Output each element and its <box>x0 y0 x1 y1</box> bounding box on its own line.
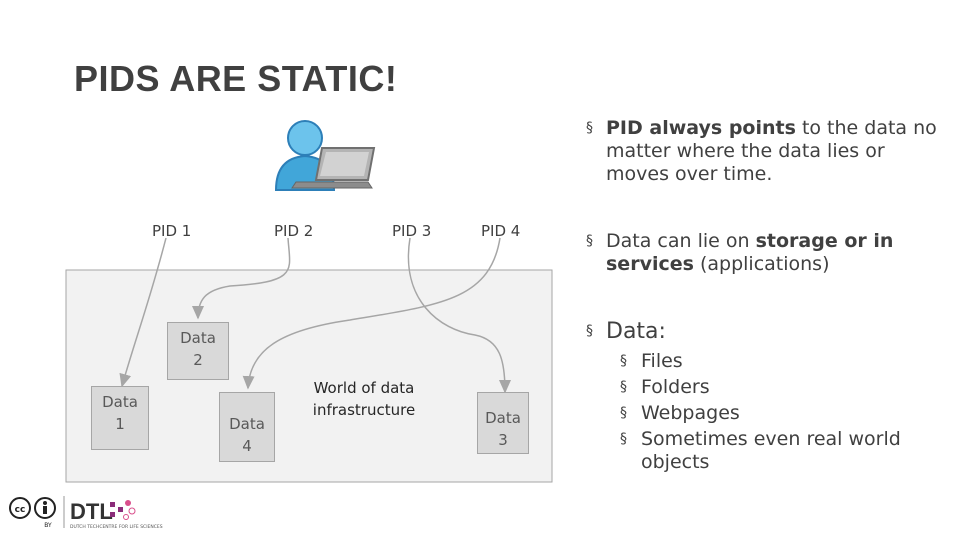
data-1-line2: 1 <box>115 415 125 433</box>
infrastructure-label: World of data infrastructure <box>312 379 416 419</box>
sub-marker: § <box>620 405 627 421</box>
bullet-bold: storage or in services <box>606 230 894 275</box>
data-4-line1: Data <box>229 415 265 433</box>
data-3-line1: Data <box>485 409 521 427</box>
bullet-pre: Data can lie on <box>606 230 756 252</box>
pid-1-label: PID 1 <box>152 222 192 240</box>
data-2-line1: Data <box>180 329 216 347</box>
pid-4-label: PID 4 <box>481 222 521 240</box>
sub-marker: § <box>620 353 627 369</box>
bullet-storage: § Data can lie on storage or in services… <box>586 230 946 276</box>
pid-2-label: PID 2 <box>274 222 314 240</box>
sub-item-files: § Files <box>620 350 921 373</box>
sub-item-webpages: § Webpages <box>620 402 921 425</box>
data-4-tile: Data 4 <box>219 392 275 462</box>
bullet-post: (applications) <box>693 253 830 275</box>
user-computer-icon <box>274 120 376 191</box>
sub-item-folders: § Folders <box>620 376 921 399</box>
bullet-marker: § <box>586 233 593 249</box>
sub-item-text: Webpages <box>641 402 740 424</box>
cc-by-icon: cc BY <box>9 497 56 529</box>
data-3-line2: 3 <box>498 431 508 449</box>
sub-item-text: Sometimes even real world objects <box>641 428 901 473</box>
cc-by-label: BY <box>44 522 52 529</box>
data-1-line1: Data <box>102 393 138 411</box>
bullet-marker: § <box>586 323 593 339</box>
dtl-logo: DTL <box>70 499 113 524</box>
pid-3-label: PID 3 <box>392 222 432 240</box>
footer-logos: cc BY DTL DUTCH TECHCENTRE FOR LIFE SCIE… <box>9 496 163 530</box>
sub-item-text: Folders <box>641 376 710 398</box>
arrow-pid2-data2 <box>192 237 291 320</box>
dtl-subtext: DUTCH TECHCENTRE FOR LIFE SCIENCES <box>70 524 163 530</box>
data-2-line2: 2 <box>193 351 203 369</box>
data-4-line2: 4 <box>242 437 252 455</box>
sub-item-real-objects: § Sometimes even real world objects <box>620 428 921 474</box>
sub-marker: § <box>620 431 627 447</box>
bullet-text: Data can lie on storage or in services (… <box>606 230 946 276</box>
bullet-pid-points: § PID always points to the data no matte… <box>586 117 946 186</box>
data-3-tile: Data 3 <box>477 392 529 454</box>
dtl-network-icon <box>110 500 136 520</box>
bullet-data: § Data: <box>586 320 946 343</box>
arrow-pid1-data1 <box>119 237 167 388</box>
slide-title: PIDS ARE STATIC! <box>74 58 398 99</box>
svg-text:cc: cc <box>15 505 26 515</box>
bullet-text: Data: <box>606 319 666 344</box>
sub-item-text: Files <box>641 350 683 372</box>
data-1-tile: Data 1 <box>91 386 149 450</box>
sub-marker: § <box>620 379 627 395</box>
data-2-tile: Data 2 <box>167 322 229 380</box>
bullet-rest: to the data no matter where the data lie… <box>606 117 937 185</box>
bullet-marker: § <box>586 120 593 136</box>
arrow-pid3-data3 <box>407 237 511 394</box>
bullet-text: PID always points to the data no matter … <box>606 117 946 186</box>
arrow-pid4-data4 <box>242 237 501 390</box>
bullet-bold: PID always points <box>606 117 796 139</box>
